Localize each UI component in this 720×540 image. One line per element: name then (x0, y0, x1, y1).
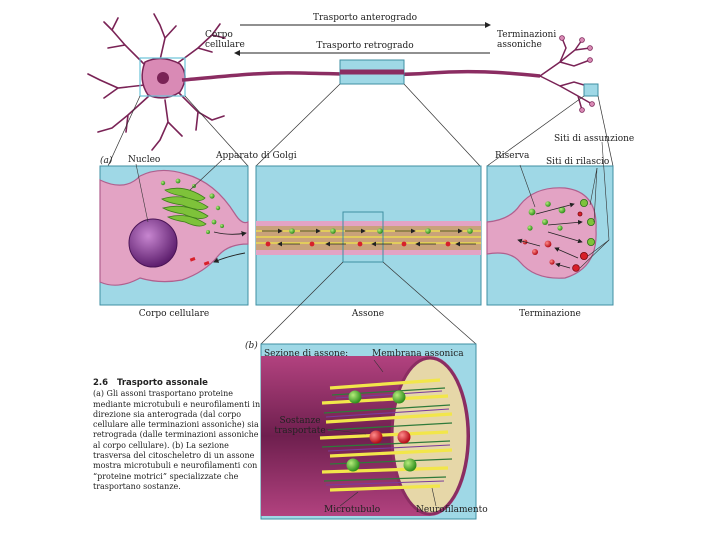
panel-axon (255, 165, 482, 306)
substances-label: Sostanze trasportate (274, 416, 326, 436)
release-sites-label: Siti di rilascio (546, 157, 610, 167)
golgi-apparatus (161, 187, 209, 227)
nucleus (128, 218, 178, 268)
terminals-top-label: Terminazioni assoniche (497, 30, 557, 50)
panel-cell-body (99, 165, 249, 306)
transported-red-vesicles (369, 430, 411, 444)
caption-heading: 2.6 Trasporto assonale (93, 378, 261, 388)
uptake-sites-label: Siti di assunzione (554, 134, 635, 144)
golgi-vesicles (160, 178, 224, 234)
panel-a-leader-lines (135, 159, 223, 223)
cell-body-red-vesicles (189, 257, 210, 266)
caption-title: Trasporto assonale (116, 378, 208, 388)
cell-body-panel-label: Corpo cellulare (138, 309, 210, 319)
neuron-nucleus-small (157, 72, 169, 84)
transported-green-vesicles (346, 390, 417, 472)
cell-body-exit-arrow (213, 231, 247, 237)
terminal-green-vesicles (527, 201, 566, 231)
caption-number: 2.6 (93, 378, 109, 388)
nucleus-label: Nucleo (128, 155, 161, 165)
panel-b-connector-lines (260, 261, 477, 345)
uptake-sites (572, 211, 589, 272)
axon-panel-label: Assone (351, 309, 385, 319)
terminal-panel-label: Terminazione (519, 309, 581, 319)
panel-b-leader-lines (325, 359, 437, 507)
figure-caption: 2.6 Trasporto assonale (a) Gli assoni tr… (93, 378, 261, 492)
panel-a-tag: (a) (100, 156, 113, 166)
cell-body-highlight-box (139, 57, 186, 97)
reserve-label: Riserva (495, 151, 530, 161)
anterograde-label: Trasporto anterogrado (312, 13, 418, 23)
neuron-overview (87, 13, 599, 151)
terminal-red-vesicles (522, 239, 555, 265)
microtubule-label: Microtubulo (324, 505, 381, 515)
neuron-dendrites (87, 13, 226, 151)
panel-axon-section (260, 343, 477, 520)
axon-terminal-branches (539, 37, 595, 111)
terminal-arrows (517, 202, 583, 269)
cell-body-return-arrow (213, 252, 246, 263)
axon-section-box (342, 211, 384, 263)
panel-b-tag: (b) (245, 341, 258, 351)
terminal-membrane (486, 187, 597, 279)
retrograde-track (265, 241, 476, 247)
neurofilament-label: Neurofilamento (416, 505, 488, 515)
terminal-zoom-box (583, 83, 599, 97)
microtubules (319, 378, 453, 492)
terminal-leader-lines (519, 141, 610, 269)
section-label: Sezione di assone: (264, 349, 349, 359)
cell-body-top-label: Corpo cellulare (205, 30, 245, 50)
anterograde-track (262, 228, 473, 234)
caption-body: (a) Gli assoni trasportano proteine medi… (93, 389, 261, 491)
panel-terminal (486, 141, 614, 306)
zoom-connector-lines (107, 83, 614, 167)
membrane-label: Membrana assonica (372, 349, 464, 359)
golgi-label: Apparato di Golgi (216, 151, 297, 161)
release-sites (580, 198, 596, 246)
retrograde-label: Trasporto retrogrado (316, 41, 414, 51)
